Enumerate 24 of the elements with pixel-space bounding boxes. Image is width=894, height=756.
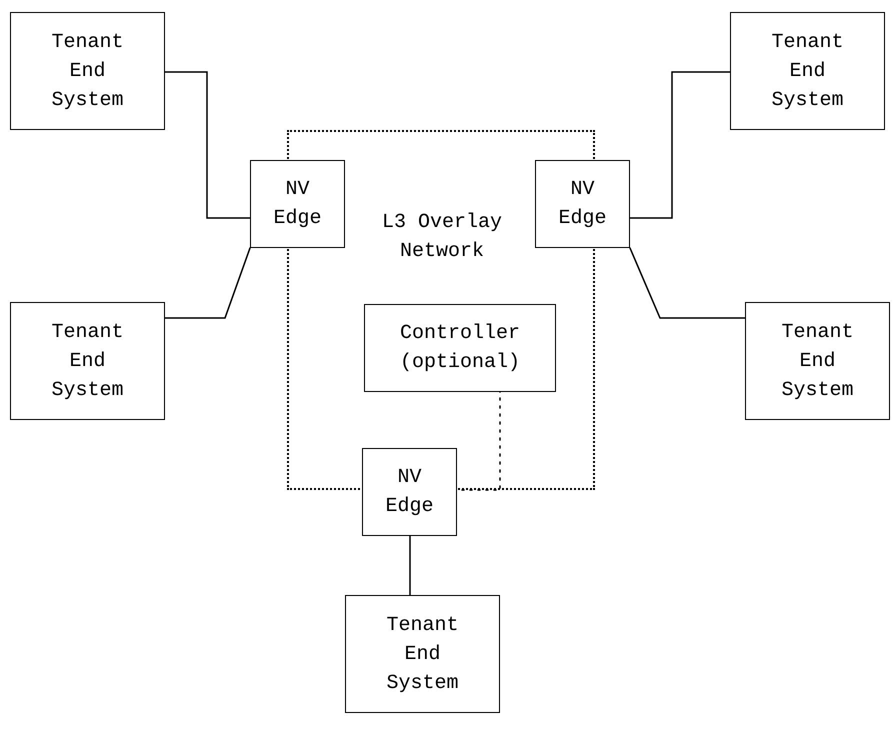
node-label: Tenant End System bbox=[770, 30, 844, 114]
node-label: NV Edge bbox=[384, 465, 434, 520]
connector-line bbox=[629, 247, 746, 319]
process-box bbox=[730, 12, 885, 130]
process-box bbox=[10, 302, 165, 420]
connector-line bbox=[629, 71, 731, 219]
node-label: NV Edge bbox=[557, 177, 608, 232]
process-box bbox=[250, 160, 345, 248]
connector-line bbox=[164, 247, 251, 319]
process-box bbox=[362, 448, 457, 536]
node-label: L3 Overlay Network bbox=[380, 210, 504, 265]
node-label: Tenant End System bbox=[780, 320, 854, 404]
process-box bbox=[535, 160, 630, 248]
node-label: Tenant End System bbox=[50, 320, 124, 404]
node-label: NV Edge bbox=[272, 177, 322, 232]
node-label: Controller (optional) bbox=[398, 321, 522, 376]
node-label: Tenant End System bbox=[385, 612, 460, 696]
process-box bbox=[364, 304, 556, 392]
node-label: Tenant End System bbox=[50, 30, 124, 114]
process-box bbox=[745, 302, 890, 420]
process-box bbox=[10, 12, 165, 130]
process-box bbox=[345, 595, 500, 713]
connector-line bbox=[409, 535, 411, 596]
connector-line bbox=[164, 71, 251, 219]
